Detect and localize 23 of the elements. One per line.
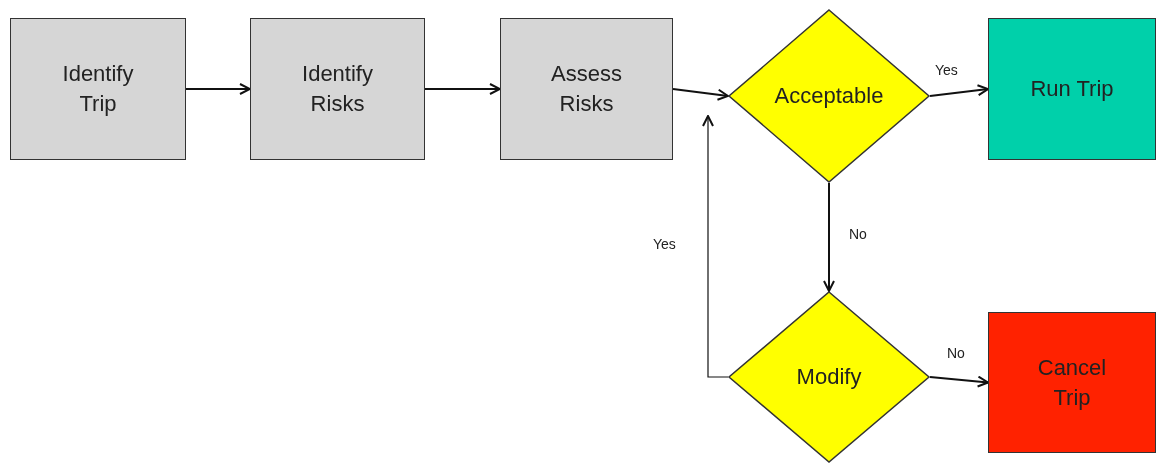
edge-label: No bbox=[946, 345, 966, 361]
arrow bbox=[823, 182, 835, 292]
node-label: Identify Risks bbox=[301, 60, 374, 118]
node-label: Run Trip bbox=[1030, 75, 1114, 104]
edge-label: Yes bbox=[652, 236, 677, 252]
arrow bbox=[929, 84, 989, 97]
arrow bbox=[702, 115, 729, 378]
node-label: Assess Risks bbox=[550, 60, 623, 118]
arrow bbox=[185, 83, 251, 95]
edge-label: Yes bbox=[934, 62, 959, 78]
process-box bbox=[988, 312, 1156, 453]
node-label: Identify Trip bbox=[61, 60, 135, 118]
arrow bbox=[424, 83, 501, 95]
process-box bbox=[500, 18, 673, 160]
process-box bbox=[10, 18, 186, 160]
process-box bbox=[250, 18, 425, 160]
node-label: Acceptable bbox=[774, 82, 884, 111]
arrow bbox=[672, 88, 729, 101]
node-label: Cancel Trip bbox=[1036, 353, 1108, 412]
edge-label: No bbox=[848, 226, 868, 242]
process-box bbox=[988, 18, 1156, 160]
arrow bbox=[929, 375, 989, 388]
node-label: Modify bbox=[796, 363, 862, 392]
